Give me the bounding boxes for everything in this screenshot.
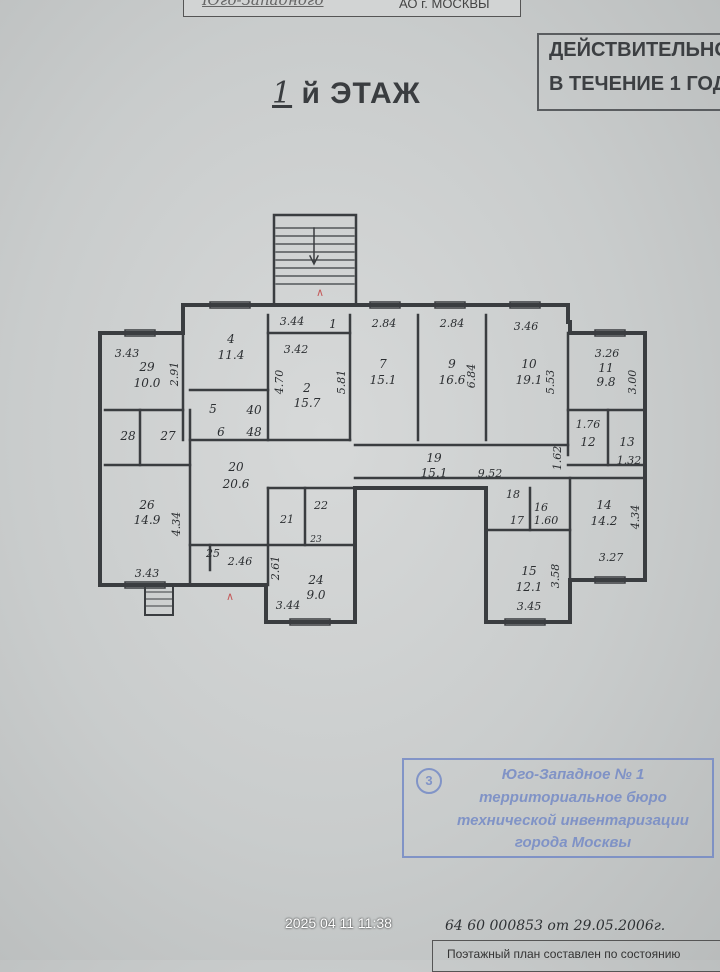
room-1-label: 1: [329, 317, 337, 331]
bti-stamp: 3 Юго-Западное № 1 территориальное бюро …: [402, 758, 714, 858]
interior-walls: [103, 313, 647, 587]
room-4-area: 11.4: [218, 348, 245, 362]
dimension: 3.58: [549, 564, 562, 589]
room-16-label: 16: [534, 501, 548, 514]
inventory-number: 64 60 000853 от 29.05.2006г.: [445, 918, 666, 934]
dimension: 5.81: [335, 370, 348, 395]
room-28-label: 28: [119, 429, 136, 443]
room-11-area: 9.8: [596, 375, 615, 389]
room-15-area: 12.1: [516, 580, 543, 594]
district-header-box: Юго-Западного АО г. МОСКВЫ: [183, 0, 521, 17]
room-16-area: 1.60: [534, 514, 559, 527]
room-20-area: 20.6: [222, 477, 250, 491]
stamp-line-2: территориальное бюро: [479, 789, 667, 806]
dimension: 2.84: [371, 317, 397, 330]
room-18-label: 18: [506, 488, 520, 501]
room-2-label: 2: [302, 381, 311, 395]
city-name: АО г. МОСКВЫ: [399, 0, 490, 11]
red-markers: ∧ ∧: [226, 286, 324, 603]
dimension: 4.34: [629, 505, 642, 531]
room-22-label: 22: [313, 499, 328, 512]
outer-walls: [98, 303, 647, 624]
stair-arrow-head: [308, 254, 320, 266]
dimension-labels: 3.44 3.42 2.84 2.84 3.46 3.43 2.91 4.70 …: [115, 315, 642, 613]
room-15-label: 15: [521, 564, 536, 578]
room-7-area: 15.1: [370, 373, 397, 387]
stamp-line-1: Юго-Западное № 1: [501, 766, 645, 783]
validity-box: ДЕЙСТВИТЕЛЬНО В ТЕЧЕНИЕ 1 ГОД: [537, 33, 720, 111]
svg-text:∧: ∧: [316, 286, 324, 299]
stamp-line-4: города Москвы: [514, 834, 632, 851]
footer-note: Поэтажный план составлен по состоянию: [447, 947, 681, 961]
room-7-label: 7: [379, 357, 387, 371]
district-name: Юго-Западного: [202, 0, 324, 9]
room-11-label: 11: [598, 361, 613, 375]
room-40-label: 40: [245, 403, 262, 417]
dimension: 1.32: [617, 454, 642, 467]
dimension: 3.44: [276, 599, 301, 612]
stamp-line-3: технической инвентаризации: [457, 812, 689, 829]
dimension: 5.53: [544, 370, 557, 395]
dimension: 4.70: [273, 370, 286, 396]
room-4-label: 4: [226, 332, 235, 346]
room-26-area: 14.9: [134, 513, 161, 527]
svg-text:∧: ∧: [226, 590, 234, 603]
room-9-label: 9: [448, 357, 456, 371]
room-17-label: 17: [510, 514, 524, 527]
footer-note-box: Поэтажный план составлен по состоянию: [432, 940, 720, 972]
dimension: 1.76: [576, 418, 601, 431]
photo-timestamp: 2025 04 11 11:38: [285, 915, 392, 931]
room-9-area: 16.6: [439, 373, 466, 387]
room-13-label: 13: [619, 435, 635, 449]
dimension: 3.44: [280, 315, 305, 328]
dimension: 1.62: [551, 446, 564, 471]
dimension: 2.84: [439, 317, 465, 330]
dimension: 2.91: [168, 362, 181, 388]
room-14-area: 14.2: [591, 514, 618, 528]
floor-number: 1: [272, 76, 293, 111]
dimension: 3.27: [599, 551, 624, 564]
dimension: 3.26: [595, 347, 620, 360]
validity-line-1: ДЕЙСТВИТЕЛЬНО: [549, 39, 720, 61]
room-19-area: 15.1: [421, 466, 448, 480]
room-12-label: 12: [580, 435, 595, 449]
stair-steps: [275, 227, 355, 285]
dimension: 4.34: [170, 512, 183, 538]
dimension: 3.45: [517, 600, 542, 613]
room-29-label: 29: [138, 360, 155, 374]
room-26-label: 26: [138, 498, 155, 512]
room-19-label: 19: [426, 451, 442, 465]
room-5-label: 5: [209, 402, 217, 416]
room-23-label: 23: [309, 535, 322, 545]
dimension: 3.43: [135, 567, 160, 580]
dimension: 3.00: [626, 370, 639, 395]
dimension: 3.46: [514, 320, 539, 333]
dimension: 3.42: [284, 343, 309, 356]
floor-suffix: й ЭТАЖ: [301, 77, 421, 110]
room-10-area: 19.1: [516, 373, 543, 387]
floor-title: 1 й ЭТАЖ: [272, 76, 421, 111]
stamp-number: 3: [416, 768, 442, 794]
room-20-label: 20: [227, 460, 244, 474]
dimension: 2.61: [269, 556, 282, 582]
room-10-label: 10: [521, 357, 537, 371]
dimension: 9.52: [478, 467, 503, 480]
entrance-stair: [144, 584, 174, 616]
room-24-label: 24: [307, 573, 323, 587]
room-6-label: 6: [217, 425, 225, 439]
room-21-label: 21: [279, 513, 294, 526]
room-2-area: 15.7: [294, 396, 321, 410]
validity-line-2: В ТЕЧЕНИЕ 1 ГОД: [549, 73, 720, 95]
room-48-label: 48: [245, 425, 262, 439]
room-27-label: 27: [159, 429, 176, 443]
room-24-area: 9.0: [306, 588, 325, 602]
room-14-label: 14: [596, 498, 611, 512]
dimension: 3.43: [115, 347, 140, 360]
dimension: 2.46: [227, 555, 253, 568]
room-25-label: 25: [205, 547, 220, 560]
dimension: 6.84: [465, 364, 478, 389]
room-29-area: 10.0: [134, 376, 161, 390]
